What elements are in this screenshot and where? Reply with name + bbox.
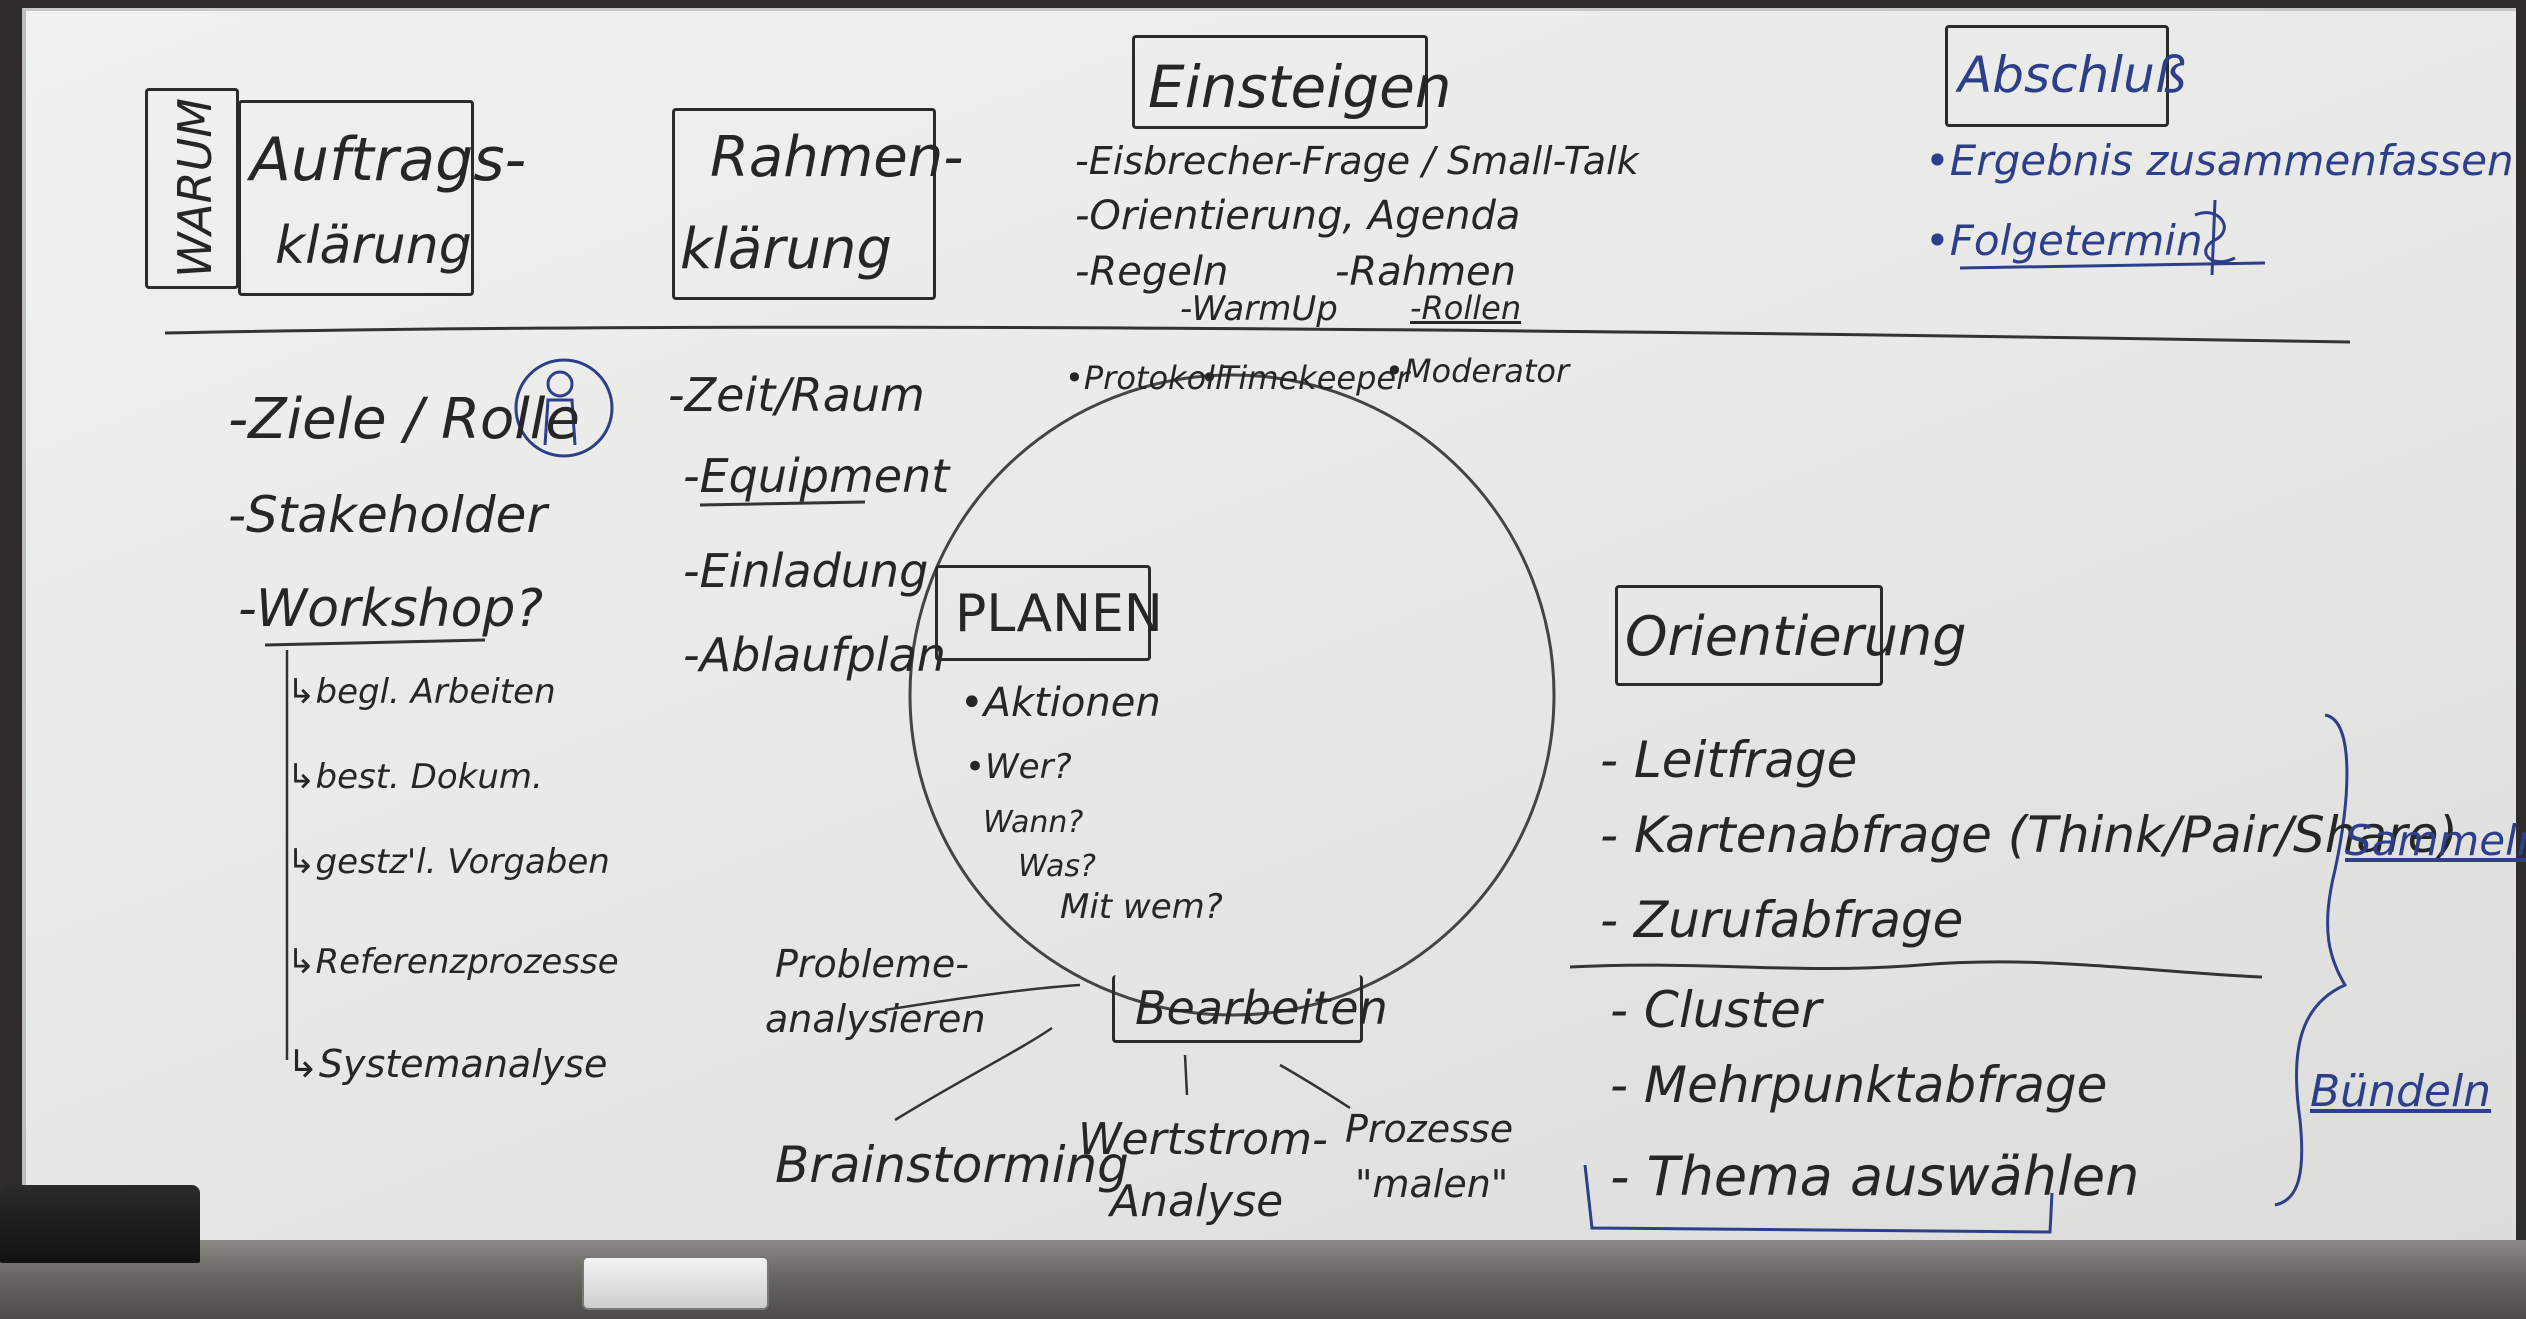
planen-item-5: Mit wem? <box>1060 887 1223 927</box>
sammeln-label: Sammeln <box>2345 816 2526 865</box>
abschluss-item-2: •Folgetermin <box>1925 216 2203 265</box>
marker-tray <box>0 1240 2526 1319</box>
bearbeiten-label: Bearbeiten <box>1135 981 1388 1035</box>
auftrag-item-3: -Workshop? <box>238 579 544 639</box>
eraser-white <box>582 1256 769 1310</box>
rahmen-label-1: Rahmen- <box>710 125 964 190</box>
warum-label: WARUM <box>167 98 222 278</box>
einsteigen-item-3: -Regeln <box>1075 249 1229 295</box>
orientierung-label: Orientierung <box>1625 605 1967 668</box>
role-moderator: •Moderator <box>1385 352 1570 390</box>
planen-item-4: Was? <box>1018 849 1096 884</box>
buendeln-label: Bündeln <box>2310 1066 2492 1117</box>
einsteigen-item-6: -Rollen <box>1410 289 1522 327</box>
orient-item-6: - Thema auswählen <box>1610 1145 2140 1208</box>
orient-item-1: - Leitfrage <box>1600 731 1858 789</box>
rahmen-label-2: klärung <box>680 217 892 282</box>
orient-item-5: - Mehrpunktabfrage <box>1610 1056 2108 1114</box>
branch-brainstorming: Brainstorming <box>775 1136 1129 1194</box>
role-protokoll: •Protokoll <box>1065 359 1224 397</box>
auftrag-sub-5: ↳Systemanalyse <box>287 1042 608 1086</box>
planen-item-1: •Aktionen <box>960 680 1161 726</box>
auftrag-label-2: klärung <box>275 216 472 276</box>
orient-item-2: - Kartenabfrage (Think/Pair/Share) <box>1600 806 2458 864</box>
auftrag-item-1: -Ziele / Rolle <box>228 387 580 452</box>
bearbeiten-box <box>1112 975 1363 1043</box>
einsteigen-item-5: -WarmUp <box>1180 289 1338 329</box>
einsteigen-label: Einsteigen <box>1148 53 1452 121</box>
planen-label: PLANEN <box>955 584 1163 644</box>
einsteigen-item-4: -Rahmen <box>1335 249 1517 295</box>
branch-prozesse-1: Prozesse <box>1345 1107 1514 1151</box>
branch-probleme-2: analysieren <box>765 997 986 1041</box>
rahmen-item-3: -Einladung <box>683 544 929 598</box>
branch-prozesse-2: "malen" <box>1355 1162 1509 1206</box>
planen-item-3: Wann? <box>983 805 1084 840</box>
branch-probleme-1: Probleme- <box>775 942 969 986</box>
eraser-black <box>0 1185 200 1263</box>
orient-item-4: - Cluster <box>1610 981 1822 1039</box>
einsteigen-item-2: -Orientierung, Agenda <box>1075 193 1521 239</box>
rahmen-item-1: -Zeit/Raum <box>668 368 925 422</box>
einsteigen-item-1: -Eisbrecher-Frage / Small-Talk <box>1075 139 1639 183</box>
auftrag-sub-3: ↳gestz'l. Vorgaben <box>287 842 610 882</box>
role-timekeeper: •Timekeeper <box>1200 359 1410 397</box>
rahmen-item-4: -Ablaufplan <box>683 628 946 682</box>
warum-box <box>145 88 239 289</box>
orientierung-box <box>1615 585 1883 686</box>
auftrag-sub-2: ↳best. Dokum. <box>287 757 543 797</box>
auftrag-sub-4: ↳Referenzprozesse <box>287 942 619 982</box>
planen-box <box>935 565 1151 661</box>
branch-wertstrom-1: Wertstrom- <box>1078 1114 1328 1165</box>
rahmen-item-2: -Equipment <box>683 449 950 503</box>
abschluss-item-1: •Ergebnis zusammenfassen <box>1925 136 2514 185</box>
branch-wertstrom-2: Analyse <box>1110 1176 1284 1227</box>
abschluss-label: Abschluß <box>1958 46 2187 104</box>
abschluss-box <box>1945 25 2169 127</box>
einsteigen-box <box>1132 35 1428 129</box>
auftrag-box <box>238 100 474 296</box>
auftrag-label-1: Auftrags- <box>250 125 527 195</box>
rahmen-box <box>672 108 936 300</box>
auftrag-item-2: -Stakeholder <box>228 486 547 544</box>
auftrag-sub-1: ↳begl. Arbeiten <box>287 672 556 712</box>
planen-item-2: •Wer? <box>965 747 1072 787</box>
orient-item-3: - Zurufabfrage <box>1600 891 1964 949</box>
